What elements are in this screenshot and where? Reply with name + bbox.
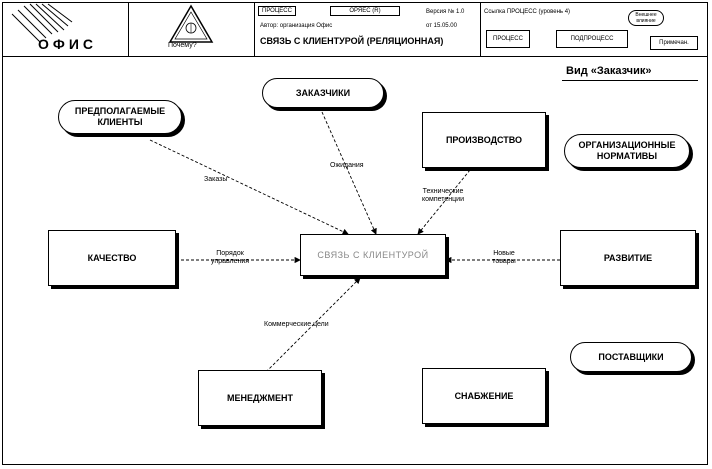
diagram-frame bbox=[2, 2, 708, 465]
edge-label-new-products: Новые товары bbox=[492, 250, 516, 265]
node-prospects[interactable]: ПРЕДПОЛАГАЕМЫЕ КЛИЕНТЫ bbox=[58, 100, 182, 134]
logo-mark-icon bbox=[11, 3, 73, 43]
link-text: Ссылка ПРОЦЕСС (уровень 4) bbox=[484, 9, 571, 15]
process-info: ПРОЦЕСС ОРЯЕС (R) Версия № 1.0 Автор: ор… bbox=[254, 2, 481, 56]
warning-triangle-icon bbox=[168, 4, 214, 43]
note-button[interactable]: Примечан. bbox=[650, 36, 698, 50]
node-quality[interactable]: КАЧЕСТВО bbox=[48, 230, 176, 286]
view-title-underline bbox=[562, 80, 698, 81]
logo-cell: ОФИС bbox=[2, 2, 129, 56]
author-text: Автор: организация Офис bbox=[260, 23, 333, 29]
node-production[interactable]: ПРОИЗВОДСТВО bbox=[422, 112, 546, 168]
edge-label-order: Заказы bbox=[204, 176, 228, 183]
why-label: Почему? bbox=[168, 42, 197, 49]
node-customers[interactable]: ЗАКАЗЧИКИ bbox=[262, 78, 384, 108]
edge-label-commercial: Коммерческие цели bbox=[264, 321, 329, 328]
process-code-tab[interactable]: ОРЯЕС (R) bbox=[330, 6, 400, 16]
subprocess-button[interactable]: ПОДПРОЦЕСС bbox=[556, 30, 628, 48]
node-management[interactable]: МЕНЕДЖМЕНТ bbox=[198, 370, 322, 426]
process-tab[interactable]: ПРОЦЕСС bbox=[258, 6, 296, 16]
edge-label-tech: Технические компетенции bbox=[421, 188, 464, 203]
header: ОФИС Почему? ПРОЦЕСС ОРЯЕС (R) Версия № … bbox=[2, 2, 708, 57]
logo-text: ОФИС bbox=[38, 36, 98, 52]
node-org-norms[interactable]: ОРГАНИЗАЦИОННЫЕ НОРМАТИВЫ bbox=[564, 134, 690, 168]
edge-customers bbox=[321, 111, 377, 235]
node-center[interactable]: СВЯЗЬ С КЛИЕНТУРОЙ bbox=[300, 234, 446, 276]
edge-management bbox=[265, 277, 361, 373]
why-button[interactable]: Почему? bbox=[128, 2, 255, 56]
node-development[interactable]: РАЗВИТИЕ bbox=[560, 230, 696, 286]
edge-production bbox=[417, 169, 471, 235]
header-actions: Ссылка ПРОЦЕСС (уровень 4) Внешнее влиян… bbox=[480, 2, 708, 56]
edge-label-quality: Порядок управления bbox=[210, 250, 250, 265]
version-text: Версия № 1.0 bbox=[426, 9, 465, 15]
node-suppliers[interactable]: ПОСТАВЩИКИ bbox=[570, 342, 692, 372]
node-supply[interactable]: СНАБЖЕНИЕ bbox=[422, 368, 546, 424]
influence-button[interactable]: Внешнее влияние bbox=[628, 10, 664, 26]
view-title: Вид «Заказчик» bbox=[566, 65, 652, 77]
process-title: СВЯЗЬ С КЛИЕНТУРОЙ (РЕЛЯЦИОННАЯ) bbox=[260, 36, 444, 46]
date-text: от 15.05.00 bbox=[426, 23, 457, 29]
process-button[interactable]: ПРОЦЕСС bbox=[486, 30, 530, 48]
edge-label-expectations: Ожидания bbox=[330, 162, 364, 169]
edge-prospects bbox=[149, 139, 349, 235]
